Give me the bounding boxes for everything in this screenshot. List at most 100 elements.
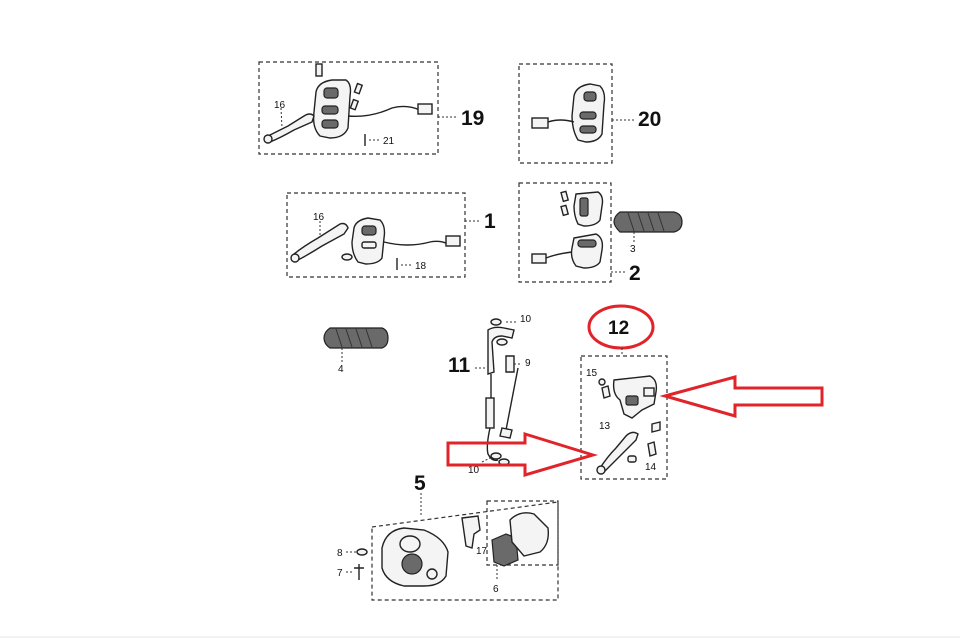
switch-housing-1 <box>351 217 386 265</box>
brake-lever-13 <box>599 431 639 473</box>
label-6: 6 <box>493 584 499 595</box>
box-12 <box>580 355 668 480</box>
highlight-arrow-left <box>446 431 599 478</box>
caliper-piston-b <box>401 553 423 575</box>
lever-16-mid-end <box>290 253 300 263</box>
banjo-fitting-top <box>487 326 515 375</box>
assembly-20: 20 <box>518 63 661 164</box>
switch-button-20a <box>583 91 597 102</box>
master-cylinder-cap <box>643 387 655 397</box>
box-20 <box>518 63 613 164</box>
box-6 <box>486 500 559 566</box>
assembly-12: 12 15 13 14 <box>580 304 668 480</box>
assembly-1: 16 18 1 <box>286 192 496 278</box>
screw-19a <box>315 63 323 77</box>
switch-button-2a <box>579 197 589 217</box>
connector-2 <box>531 253 547 264</box>
assembly-2: 2 <box>518 182 641 285</box>
switch-button-1b <box>361 241 377 249</box>
cable-19 <box>347 105 421 118</box>
screw-2b <box>560 204 570 217</box>
label-16a: 16 <box>274 100 286 111</box>
brake-pad-b <box>509 512 550 557</box>
leader-16a <box>280 107 283 129</box>
bleed-screw-9 <box>505 355 515 373</box>
label-15: 15 <box>586 368 598 379</box>
leader-10-bottom <box>481 457 491 463</box>
label-18: 18 <box>415 261 427 272</box>
switch-button-20c <box>579 125 597 134</box>
lever-16-top-end <box>263 134 273 144</box>
label-13: 13 <box>599 421 611 432</box>
brake-lever-13-end <box>596 465 606 475</box>
connector-1 <box>445 235 461 247</box>
box-1 <box>286 192 466 278</box>
switch-lower-2 <box>570 233 604 269</box>
label-21: 21 <box>383 136 395 147</box>
switch-button-2b <box>577 239 597 248</box>
grip-3: 3 <box>613 211 683 255</box>
caliper-bolt-hole <box>426 568 438 580</box>
label-19: 19 <box>461 107 484 130</box>
label-3: 3 <box>630 244 636 255</box>
hose-bottom <box>486 427 499 462</box>
label-17: 17 <box>476 546 488 557</box>
assembly-19: 16 21 19 <box>258 61 484 155</box>
switch-14b <box>647 441 657 457</box>
label-12: 12 <box>608 318 629 339</box>
highlight-circle-12 <box>587 304 655 350</box>
switch-button-19a <box>323 87 339 99</box>
brake-hose-assembly: 10 9 11 10 <box>448 314 532 476</box>
switch-14a <box>627 455 637 463</box>
box-2 <box>518 182 612 283</box>
label-11: 11 <box>448 354 471 377</box>
pivot-15a <box>598 378 606 386</box>
hose-sleeve <box>485 397 495 429</box>
bolt-7 <box>354 564 364 580</box>
label-14: 14 <box>645 462 657 473</box>
lever-16-mid <box>293 222 349 261</box>
box-19 <box>258 61 439 155</box>
switch-button-20b <box>579 111 597 120</box>
cable-2 <box>545 251 573 259</box>
label-9: 9 <box>525 358 531 369</box>
grip-3-body <box>613 211 683 233</box>
washer-10-bottom <box>490 452 502 460</box>
label-1: 1 <box>484 210 496 233</box>
label-4: 4 <box>338 364 344 375</box>
washer-1 <box>341 253 353 261</box>
washer-10-top <box>490 318 502 326</box>
switch-button-1 <box>361 225 377 236</box>
label-10-top: 10 <box>520 314 532 325</box>
switch-button-19c <box>321 119 339 129</box>
screw-14 <box>651 421 661 433</box>
label-8: 8 <box>337 548 343 559</box>
screw-2a <box>560 190 570 203</box>
grip-4-body <box>323 327 389 349</box>
caliper-bracket <box>461 515 481 549</box>
label-7: 7 <box>337 568 343 579</box>
connector-20 <box>531 117 549 129</box>
switch-button-19b <box>321 105 339 115</box>
lever-16-top <box>267 113 315 143</box>
connector-19 <box>417 103 433 115</box>
label-20: 20 <box>638 108 661 131</box>
label-5: 5 <box>414 472 426 495</box>
long-bolt-head <box>499 427 513 439</box>
pivot-15b <box>601 385 611 399</box>
label-10-bottom: 10 <box>468 465 480 476</box>
label-16b: 16 <box>313 212 325 223</box>
long-bolt <box>505 367 519 431</box>
cable-20 <box>547 119 575 123</box>
grip-4: 4 <box>323 327 389 375</box>
screw-19c <box>349 98 360 111</box>
label-2: 2 <box>629 262 641 285</box>
grip-4-texture <box>335 328 373 348</box>
assembly-5: 5 8 7 17 6 <box>337 472 559 601</box>
highlight-arrow-right <box>659 375 824 418</box>
cable-1 <box>383 240 449 246</box>
washer-8 <box>356 548 368 556</box>
screw-19b <box>353 82 364 95</box>
washer-10-top-b <box>496 338 508 346</box>
